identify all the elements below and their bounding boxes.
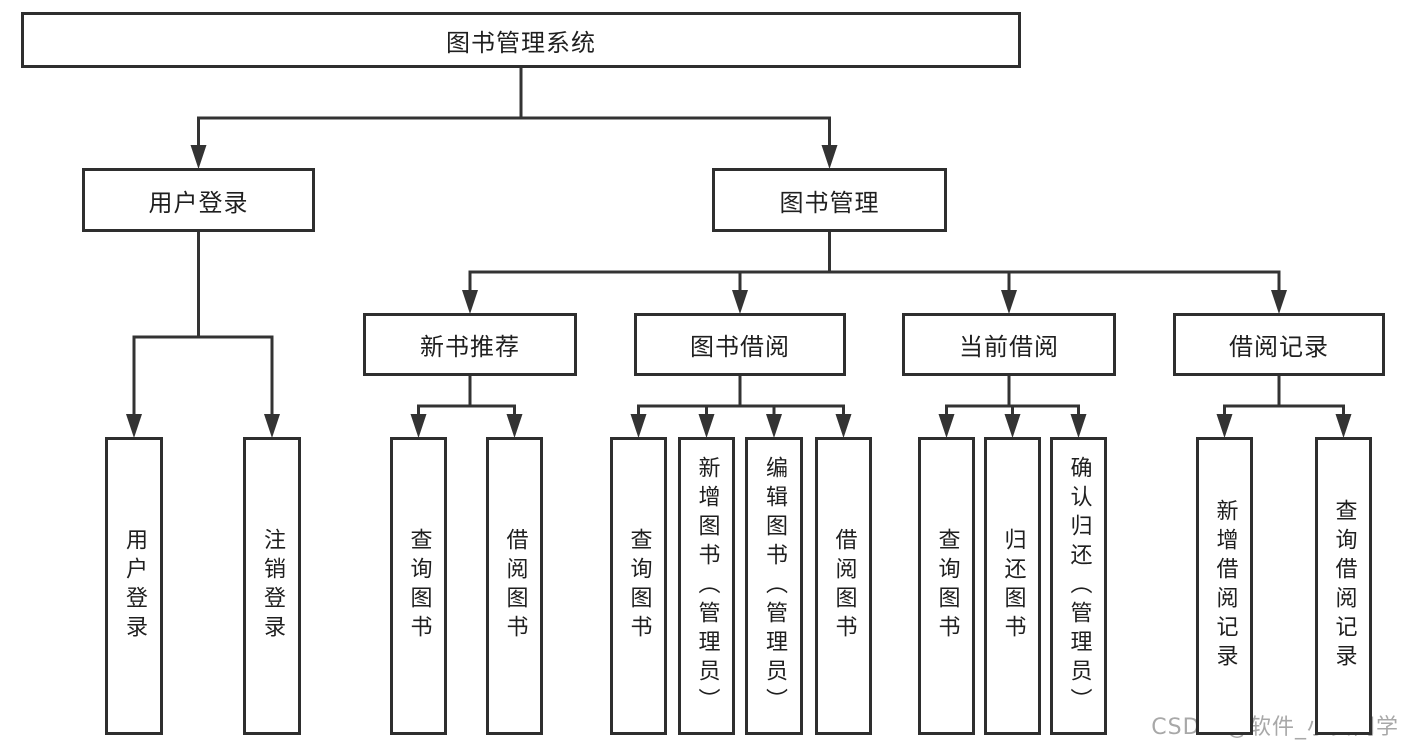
node-book-borrowing-label: 图书借阅 bbox=[690, 333, 790, 361]
leaf-edit-books-admin: 编辑图书（管理员） bbox=[745, 437, 803, 735]
arrowhead-icon bbox=[821, 145, 838, 169]
leaf-logout: 注销登录 bbox=[243, 437, 301, 735]
leaf-logout-label: 注销登录 bbox=[260, 528, 285, 644]
arrowhead-icon bbox=[264, 414, 280, 438]
leaf-borrow-books-label: 借阅图书 bbox=[502, 528, 528, 644]
leaf-add-books-admin-label: 新增图书（管理员） bbox=[694, 455, 720, 717]
arrowhead-icon bbox=[410, 414, 427, 438]
arrowhead-icon bbox=[1001, 290, 1017, 314]
leaf-borrow-books: 借阅图书 bbox=[486, 437, 543, 735]
leaf-query-books: 查询图书 bbox=[610, 437, 667, 735]
node-library-system-label: 图书管理系统 bbox=[446, 28, 596, 57]
arrowhead-icon bbox=[462, 290, 478, 314]
leaf-borrow-books-label: 借阅图书 bbox=[831, 528, 857, 644]
leaf-add-borrow-record: 新增借阅记录 bbox=[1196, 437, 1253, 735]
leaf-add-borrow-record-label: 新增借阅记录 bbox=[1212, 499, 1238, 673]
arrowhead-icon bbox=[698, 414, 715, 438]
leaf-query-books-label: 查询图书 bbox=[406, 528, 432, 644]
node-new-book-recommendation: 新书推荐 bbox=[363, 313, 577, 376]
leaf-user-login-label: 用户登录 bbox=[122, 528, 147, 644]
leaf-borrow-books: 借阅图书 bbox=[815, 437, 872, 735]
leaf-query-books: 查询图书 bbox=[918, 437, 975, 735]
node-new-book-recommendation-label: 新书推荐 bbox=[420, 333, 520, 361]
arrowhead-icon bbox=[1271, 290, 1287, 314]
node-book-borrowing: 图书借阅 bbox=[634, 313, 846, 376]
leaf-return-books-label: 归还图书 bbox=[1000, 528, 1026, 644]
arrowhead-icon bbox=[835, 414, 852, 438]
node-book-management: 图书管理 bbox=[712, 168, 947, 232]
arrowhead-icon bbox=[1070, 414, 1087, 438]
node-user-login-label: 用户登录 bbox=[148, 188, 249, 217]
leaf-query-borrow-record: 查询借阅记录 bbox=[1315, 437, 1372, 735]
arrowhead-icon bbox=[1216, 414, 1233, 438]
arrowhead-icon bbox=[938, 414, 955, 438]
leaf-add-books-admin: 新增图书（管理员） bbox=[678, 437, 735, 735]
arrowhead-icon bbox=[190, 145, 207, 169]
leaf-user-login: 用户登录 bbox=[105, 437, 163, 735]
arrowhead-icon bbox=[732, 290, 748, 314]
leaf-confirm-return-admin: 确认归还（管理员） bbox=[1050, 437, 1107, 735]
node-current-borrowing-label: 当前借阅 bbox=[959, 333, 1059, 361]
leaf-query-books-label: 查询图书 bbox=[934, 528, 960, 644]
leaf-edit-books-admin-label: 编辑图书（管理员） bbox=[762, 455, 787, 717]
node-borrowing-records-label: 借阅记录 bbox=[1229, 333, 1329, 361]
node-library-system: 图书管理系统 bbox=[21, 12, 1021, 68]
leaf-return-books: 归还图书 bbox=[984, 437, 1041, 735]
leaf-query-borrow-record-label: 查询借阅记录 bbox=[1331, 499, 1357, 673]
arrowhead-icon bbox=[126, 414, 142, 438]
arrowhead-icon bbox=[1004, 414, 1021, 438]
node-borrowing-records: 借阅记录 bbox=[1173, 313, 1385, 376]
leaf-confirm-return-admin-label: 确认归还（管理员） bbox=[1066, 455, 1092, 717]
leaf-query-books-label: 查询图书 bbox=[626, 528, 652, 644]
node-user-login: 用户登录 bbox=[82, 168, 315, 232]
node-book-management-label: 图书管理 bbox=[779, 188, 880, 217]
node-current-borrowing: 当前借阅 bbox=[902, 313, 1116, 376]
arrowhead-icon bbox=[766, 414, 782, 438]
arrowhead-icon bbox=[506, 414, 523, 438]
arrowhead-icon bbox=[630, 414, 647, 438]
leaf-query-books: 查询图书 bbox=[390, 437, 447, 735]
arrowhead-icon bbox=[1335, 414, 1352, 438]
